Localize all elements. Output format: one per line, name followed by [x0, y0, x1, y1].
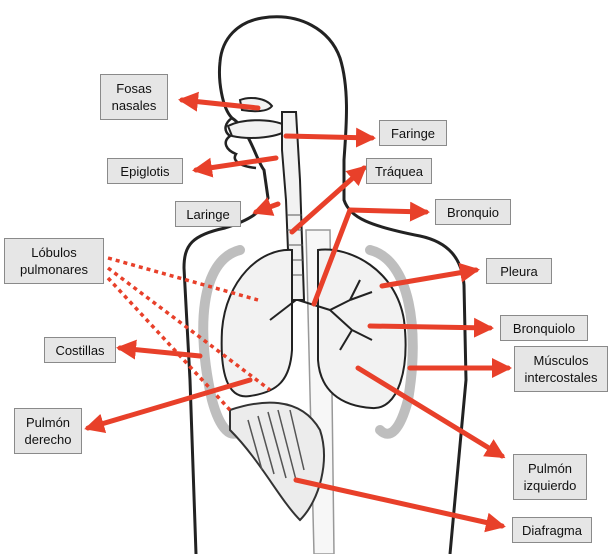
arrow-pulmon-izquierdo: [358, 368, 502, 456]
arrow-traquea: [292, 168, 364, 232]
label-diafragma: Diafragma: [512, 517, 592, 543]
label-costillas: Costillas: [44, 337, 116, 363]
label-faringe: Faringe: [379, 120, 447, 146]
oral-cavity-shape: [228, 120, 290, 138]
label-pulmon-derecho: Pulmón derecho: [14, 408, 82, 454]
label-bronquiolo: Bronquiolo: [500, 315, 588, 341]
label-musculos-intercostales: Músculos intercostales: [514, 346, 608, 392]
label-pleura: Pleura: [486, 258, 552, 284]
label-laringe: Laringe: [175, 201, 241, 227]
arrow-pulmon-derecho: [88, 380, 250, 428]
label-pulmon-izquierdo: Pulmón izquierdo: [513, 454, 587, 500]
arrow-bronquiolo: [370, 326, 490, 328]
right-lung-shape: [222, 250, 292, 396]
label-epiglotis: Epiglotis: [107, 158, 183, 184]
arrow-bronquio-2: [350, 210, 426, 212]
label-lobulos-pulmonares: Lóbulos pulmonares: [4, 238, 104, 284]
label-fosas-nasales: Fosas nasales: [100, 74, 168, 120]
label-bronquio: Bronquio: [435, 199, 511, 225]
label-traquea: Tráquea: [366, 158, 432, 184]
arrow-laringe: [256, 204, 278, 212]
arrow-faringe: [286, 136, 372, 138]
diaphragm-shape: [230, 403, 324, 520]
